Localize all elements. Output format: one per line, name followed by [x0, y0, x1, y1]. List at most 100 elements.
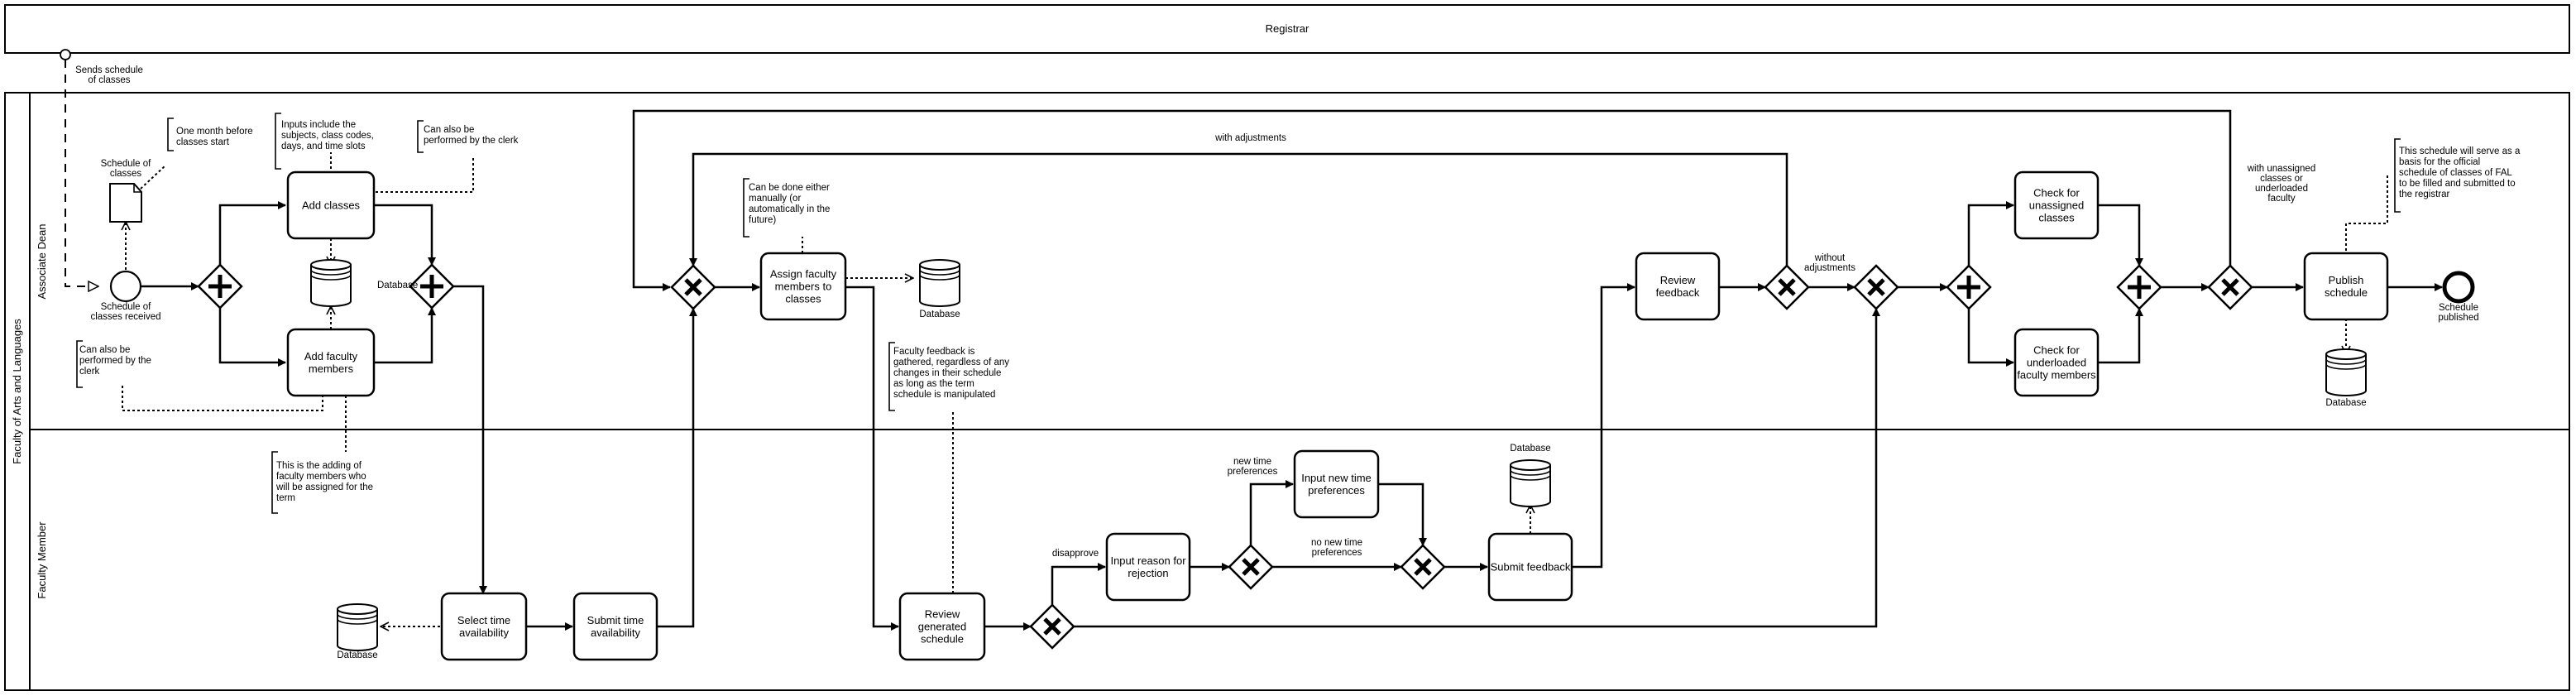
task-label: classes [2038, 212, 2075, 224]
document-icon[interactable] [109, 183, 142, 223]
text-line: subjects, class codes, [281, 131, 374, 141]
task-label: Check for [2033, 187, 2080, 199]
task-label: members [309, 362, 354, 375]
text-line: preferences [1312, 548, 1362, 558]
text-line: new time [1233, 457, 1271, 467]
task-label: Input reason for [1110, 554, 1186, 567]
text-line: disapprove [1052, 549, 1099, 559]
text-line: One month before [176, 127, 253, 137]
text-line: manually (or [749, 194, 801, 204]
text-line: will be assigned for the [275, 482, 373, 492]
start-event[interactable] [109, 270, 142, 303]
database-icon[interactable]: Database [310, 259, 418, 307]
text-line: as long as the term [893, 379, 974, 389]
text-line: changes in their schedule [893, 368, 1001, 378]
text-line: with adjustments [1214, 133, 1286, 143]
plus-icon [208, 275, 232, 298]
task-label: Check for [2033, 344, 2080, 357]
label-with-adjustments: with adjustments [1214, 133, 1286, 143]
database-icon[interactable]: Database [2325, 348, 2367, 408]
annotation-connectors [122, 152, 2388, 593]
task-label: preferences [1308, 484, 1365, 497]
exclusive-gateway-review-decision[interactable] [1029, 603, 1075, 650]
parallel-gateway-join-1[interactable] [409, 263, 455, 310]
plus-icon [420, 275, 443, 298]
task-label: feedback [1656, 286, 1700, 299]
parallel-gateway-join-2[interactable] [2116, 264, 2162, 310]
database-label: Database [919, 310, 960, 319]
text-line: with unassigned [2247, 164, 2315, 174]
faculty-pool: Faculty of Arts and Languages Associate … [4, 92, 2570, 691]
task-label: Submit feedback [1491, 561, 1571, 574]
text-line: Schedule of [101, 302, 152, 312]
x-icon [1242, 558, 1260, 576]
exclusive-gateway-merge-2[interactable] [1853, 264, 1899, 310]
text-line: classes start [176, 137, 230, 147]
database-label: Database [2325, 398, 2366, 408]
database-icon[interactable]: Database [919, 259, 960, 319]
text-line: automatically in the [749, 204, 830, 214]
database-icon[interactable]: Database [337, 603, 378, 660]
text-line: Sends schedule [75, 65, 143, 75]
exclusive-gateway-assign-merge[interactable] [670, 264, 716, 310]
exclusive-gateway-time-decision[interactable] [1228, 544, 1274, 590]
lane-faculty-member-label: Faculty Member [36, 521, 48, 599]
task-label: Publish [2329, 274, 2364, 286]
text-line: Can also be [79, 345, 130, 355]
text-line: adjustments [1804, 263, 1855, 273]
x-icon [684, 278, 702, 296]
exclusive-gateway-adjustment-decision[interactable] [1764, 264, 1810, 310]
registrar-pool-label: Registrar [1266, 22, 1310, 35]
faculty-pool-label: Faculty of Arts and Languages [11, 319, 23, 464]
task-label: faculty members [2017, 369, 2096, 382]
label-disapprove: disapprove [1052, 549, 1099, 559]
text-line: the registrar [2399, 190, 2450, 199]
parallel-gateway-split-1[interactable] [197, 263, 243, 310]
text-line: This is the adding of [276, 461, 362, 471]
exclusive-gateway-check-decision[interactable] [2207, 264, 2253, 310]
text-line: preferences [1228, 467, 1278, 477]
x-icon [1867, 278, 1885, 296]
task-label: availability [459, 626, 509, 639]
database-icon[interactable]: Database [1510, 444, 1551, 507]
end-event[interactable] [2442, 271, 2475, 304]
x-icon [1414, 558, 1432, 576]
exclusive-gateway-time-merge[interactable] [1400, 544, 1446, 590]
parallel-gateway-split-2[interactable] [1946, 264, 1992, 310]
text-line: published [2438, 313, 2478, 323]
text-line: of classes [88, 75, 130, 85]
task-submit-feedback[interactable]: Submit feedback [1487, 532, 1573, 602]
text-line: Inputs include the [281, 120, 356, 130]
x-icon [1778, 278, 1796, 296]
text-line: Schedule [2439, 303, 2478, 313]
text-line: performed by the [79, 356, 151, 366]
task-label: unassigned [2029, 199, 2085, 212]
text-line: term [276, 493, 295, 503]
task-label: Add classes [302, 199, 361, 212]
text-line: classes or [2260, 174, 2303, 184]
task-add-classes[interactable]: Add classes [286, 170, 376, 240]
text-line: performed by the clerk [424, 136, 519, 146]
